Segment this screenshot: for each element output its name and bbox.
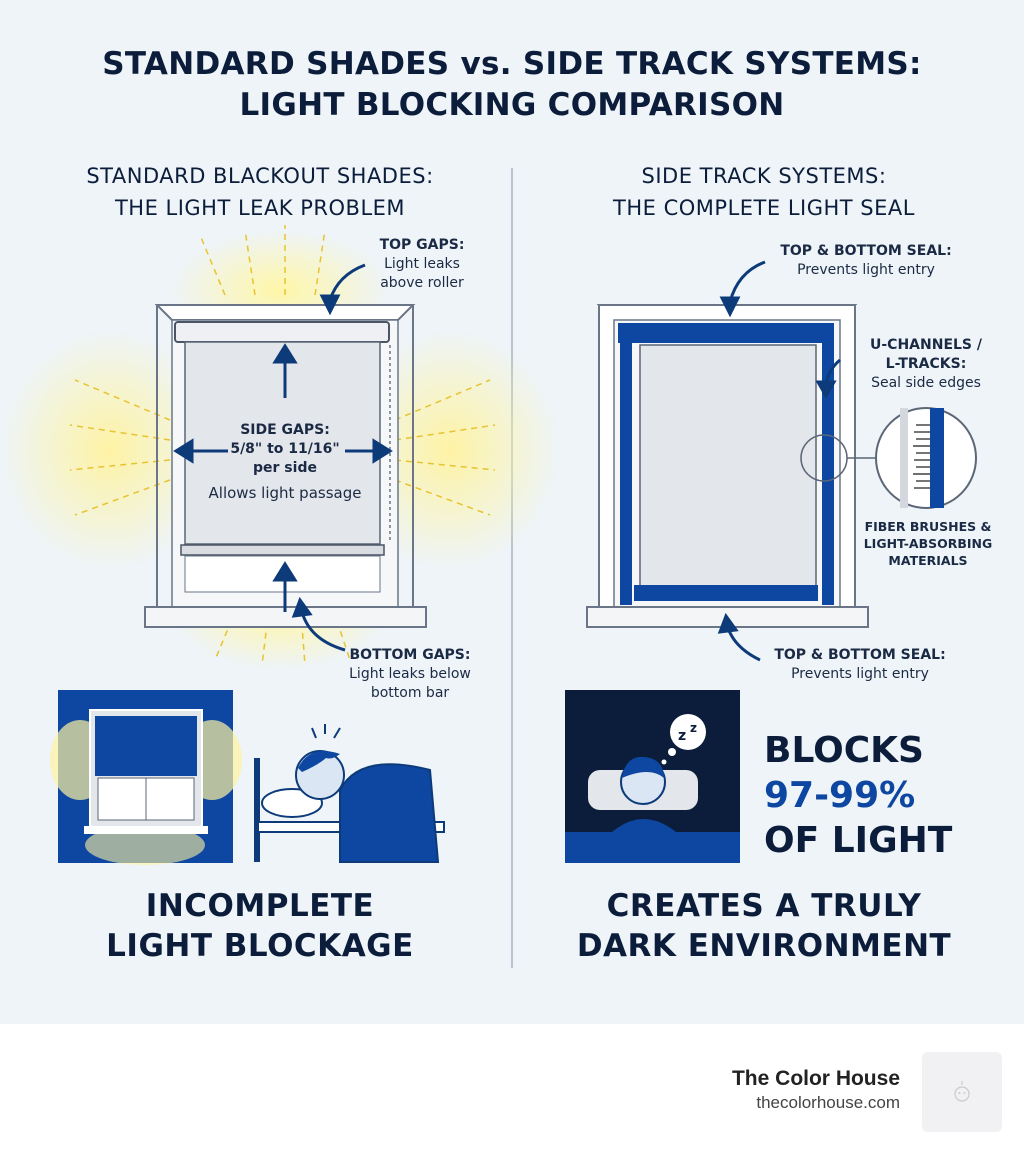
side-gaps-title-1: SIDE GAPS:: [240, 422, 330, 438]
left-heading-line-2: THE LIGHT LEAK PROBLEM: [114, 196, 406, 220]
title-line-2: LIGHT BLOCKING COMPARISON: [239, 87, 785, 123]
right-heading-line-1: SIDE TRACK SYSTEMS:: [641, 164, 887, 188]
seal-arrows: [717, 260, 841, 662]
brushes-line-1: FIBER BRUSHES &: [864, 519, 992, 534]
channels-description: Seal side edges: [871, 375, 981, 391]
channels-title-1: U-CHANNELS /: [870, 337, 982, 353]
right-caption-line-2: DARK ENVIRONMENT: [576, 928, 952, 964]
right-heading-line-2: THE COMPLETE LIGHT SEAL: [613, 196, 915, 220]
svg-text:z: z: [678, 728, 686, 744]
footer: [0, 1024, 1024, 1154]
bottom-gaps-line-2: bottom bar: [370, 685, 450, 701]
stat-line-1: BLOCKS: [764, 730, 924, 771]
brushes-line-3: MATERIALS: [888, 553, 968, 568]
left-caption-line-1: INCOMPLETE: [145, 888, 375, 924]
title-line-1: STANDARD SHADES vs. SIDE TRACK SYSTEMS:: [102, 46, 922, 82]
top-gaps-line-2: above roller: [380, 275, 464, 291]
channels-label: U-CHANNELS / L-TRACKS: Seal side edges: [848, 336, 1004, 393]
left-caption-line-2: LIGHT BLOCKAGE: [106, 928, 414, 964]
bottom-gaps-title: BOTTOM GAPS:: [349, 647, 471, 663]
bottom-seal-description: Prevents light entry: [791, 666, 929, 682]
top-seal-description: Prevents light entry: [797, 262, 935, 278]
light-leak-window-scene: [50, 690, 242, 865]
right-caption: CREATES A TRULY DARK ENVIRONMENT: [544, 886, 984, 966]
brand-url[interactable]: thecolorhouse.com: [756, 1093, 900, 1112]
channels-title-2: L-TRACKS:: [885, 356, 967, 372]
side-gaps-title-3: per side: [253, 460, 317, 476]
bottom-gaps-line-1: Light leaks below: [349, 666, 471, 682]
dark-room-scene: z z: [565, 690, 740, 863]
brushes-line-2: LIGHT-ABSORBING: [863, 536, 993, 551]
brand-name: The Color House: [731, 1067, 900, 1090]
side-gaps-description: Allows light passage: [208, 484, 362, 502]
right-caption-line-1: CREATES A TRULY: [606, 888, 922, 924]
bottom-seal-label: TOP & BOTTOM SEAL: Prevents light entry: [750, 646, 970, 684]
detail-callout: [800, 407, 977, 509]
illustration-layer: z z: [0, 168, 977, 968]
brand-block: The Color House thecolorhouse.com: [732, 1066, 900, 1114]
side-track-window: [586, 304, 869, 628]
top-seal-title: TOP & BOTTOM SEAL:: [780, 243, 952, 259]
top-gaps-label: TOP GAPS: Light leaks above roller: [352, 236, 492, 293]
gap-arrows: [173, 263, 393, 652]
brand-logo-icon: [922, 1052, 1002, 1132]
left-heading: STANDARD BLACKOUT SHADES: THE LIGHT LEAK…: [30, 160, 490, 224]
left-heading-line-1: STANDARD BLACKOUT SHADES:: [86, 164, 434, 188]
svg-text:z: z: [690, 721, 697, 735]
main-title: STANDARD SHADES vs. SIDE TRACK SYSTEMS: …: [0, 44, 1024, 126]
blocking-stat: BLOCKS 97-99% OF LIGHT: [764, 728, 952, 863]
bottom-seal-title: TOP & BOTTOM SEAL:: [774, 647, 946, 663]
top-seal-label: TOP & BOTTOM SEAL: Prevents light entry: [756, 242, 976, 280]
side-gaps-title-2: 5/8" to 11/16": [230, 441, 340, 457]
light-rays: [69, 225, 496, 666]
left-caption: INCOMPLETE LIGHT BLOCKAGE: [40, 886, 480, 966]
bottom-gaps-label: BOTTOM GAPS: Light leaks below bottom ba…: [330, 646, 490, 703]
stat-value: 97-99%: [764, 775, 916, 816]
stat-line-3: OF LIGHT: [764, 820, 953, 861]
restless-sleeper-scene: [254, 724, 445, 863]
side-gaps-label: SIDE GAPS: 5/8" to 11/16" per side Allow…: [190, 421, 380, 503]
top-gaps-line-1: Light leaks: [384, 256, 460, 272]
right-heading: SIDE TRACK SYSTEMS: THE COMPLETE LIGHT S…: [534, 160, 994, 224]
brushes-label: FIBER BRUSHES & LIGHT-ABSORBING MATERIAL…: [848, 518, 1008, 569]
top-gaps-title: TOP GAPS:: [379, 237, 465, 253]
